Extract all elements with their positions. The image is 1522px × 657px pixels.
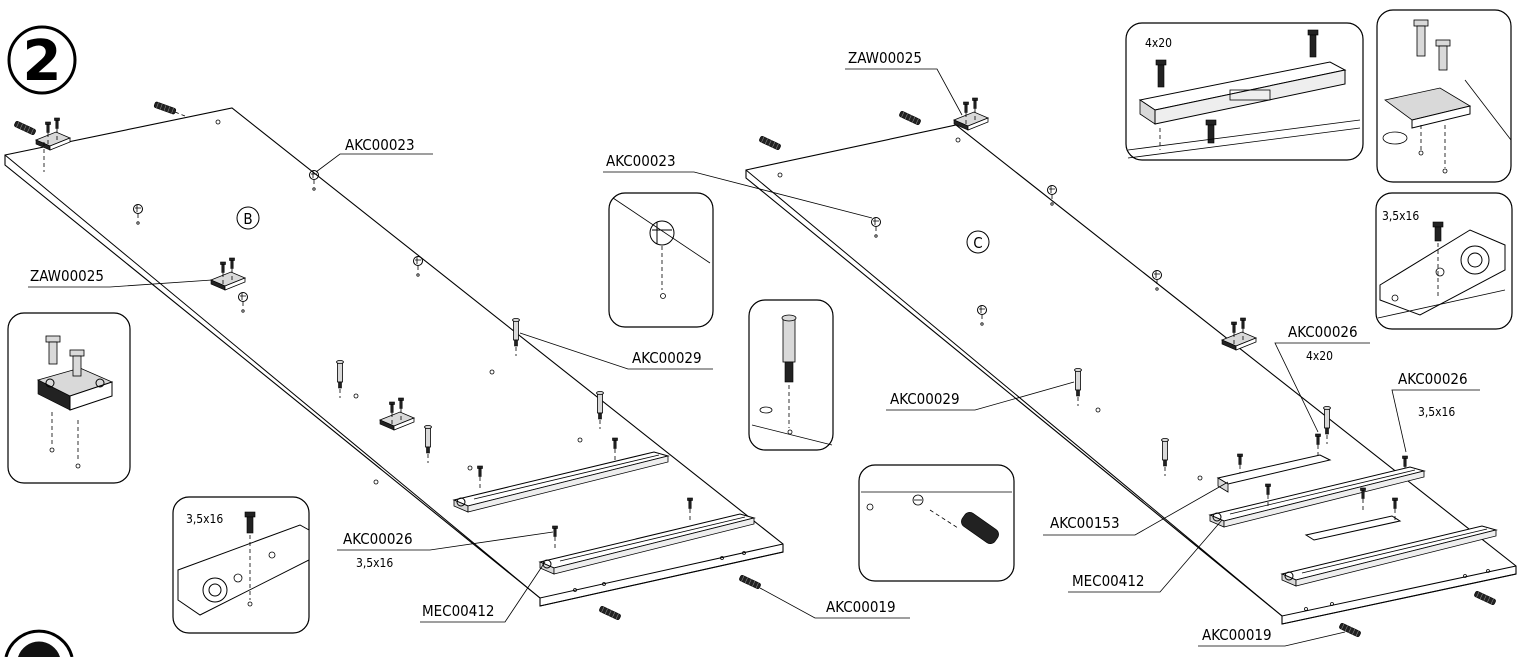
svg-text:3,5x16: 3,5x16 [1382, 209, 1419, 223]
callout-akc00026-right-a: AKC00026 4x20 [1274, 323, 1370, 433]
callout-akc00019-right: AKC00019 [1198, 626, 1346, 647]
callout-mec00412-left: MEC00412 [420, 561, 546, 623]
callout-akc00029-right: AKC00029 [886, 381, 1075, 411]
inset-bracket-left [7, 312, 131, 484]
panel-right-letter: C [966, 230, 990, 254]
step-number: 2 [23, 29, 62, 94]
next-step-badge-partial [4, 629, 74, 657]
callout-akc00023-right: AKC00023 [603, 152, 873, 219]
svg-text:C: C [973, 234, 982, 252]
inset-runner-right: 3,5x16 [1375, 192, 1513, 330]
callout-akc00023-left: AKC00023 [315, 136, 433, 173]
svg-text:4x20: 4x20 [1306, 349, 1333, 363]
svg-text:AKC00029: AKC00029 [632, 349, 702, 367]
callout-zaw00025-right: ZAW00025 [845, 49, 963, 116]
svg-text:AKC00029: AKC00029 [890, 390, 960, 408]
inset-bolt [748, 299, 834, 451]
callout-akc00019-left: AKC00019 [759, 587, 910, 619]
callout-mec00412-right: MEC00412 [1068, 519, 1223, 593]
inset-bracket-top-right [1376, 9, 1512, 183]
svg-text:AKC00026: AKC00026 [1398, 370, 1468, 388]
inset-bracket-top: 4x20 [1125, 22, 1364, 161]
svg-text:MEC00412: MEC00412 [1072, 572, 1145, 590]
svg-text:AKC00023: AKC00023 [345, 136, 415, 154]
svg-text:3,5x16: 3,5x16 [356, 556, 393, 570]
inset-dowel [858, 464, 1015, 582]
callout-akc00026-right-b: AKC00026 3,5x16 [1391, 370, 1480, 453]
svg-text:AKC00019: AKC00019 [826, 598, 896, 616]
svg-text:3,5x16: 3,5x16 [1418, 405, 1455, 419]
callout-akc00029-left: AKC00029 [519, 332, 713, 370]
svg-text:ZAW00025: ZAW00025 [30, 267, 104, 285]
callout-akc00026-left: AKC00026 3,5x16 [337, 530, 554, 570]
callout-zaw00025-left: ZAW00025 [28, 267, 213, 288]
svg-text:MEC00412: MEC00412 [422, 602, 495, 620]
svg-text:ZAW00025: ZAW00025 [848, 49, 922, 67]
inset-runner-left: 3,5x16 [172, 496, 310, 634]
svg-text:AKC00026: AKC00026 [343, 530, 413, 548]
left-hardware [13, 101, 762, 621]
svg-text:B: B [243, 210, 252, 228]
svg-text:AKC00153: AKC00153 [1050, 514, 1120, 532]
svg-text:3,5x16: 3,5x16 [186, 512, 223, 526]
step-badge: 2 [7, 25, 77, 95]
svg-text:AKC00026: AKC00026 [1288, 323, 1358, 341]
svg-text:AKC00023: AKC00023 [606, 152, 676, 170]
panel-left-letter: B [236, 206, 260, 230]
svg-text:4x20: 4x20 [1145, 36, 1172, 50]
inset-cam [608, 192, 714, 328]
svg-text:AKC00019: AKC00019 [1202, 626, 1272, 644]
callout-akc00153-right: AKC00153 [1043, 481, 1229, 536]
